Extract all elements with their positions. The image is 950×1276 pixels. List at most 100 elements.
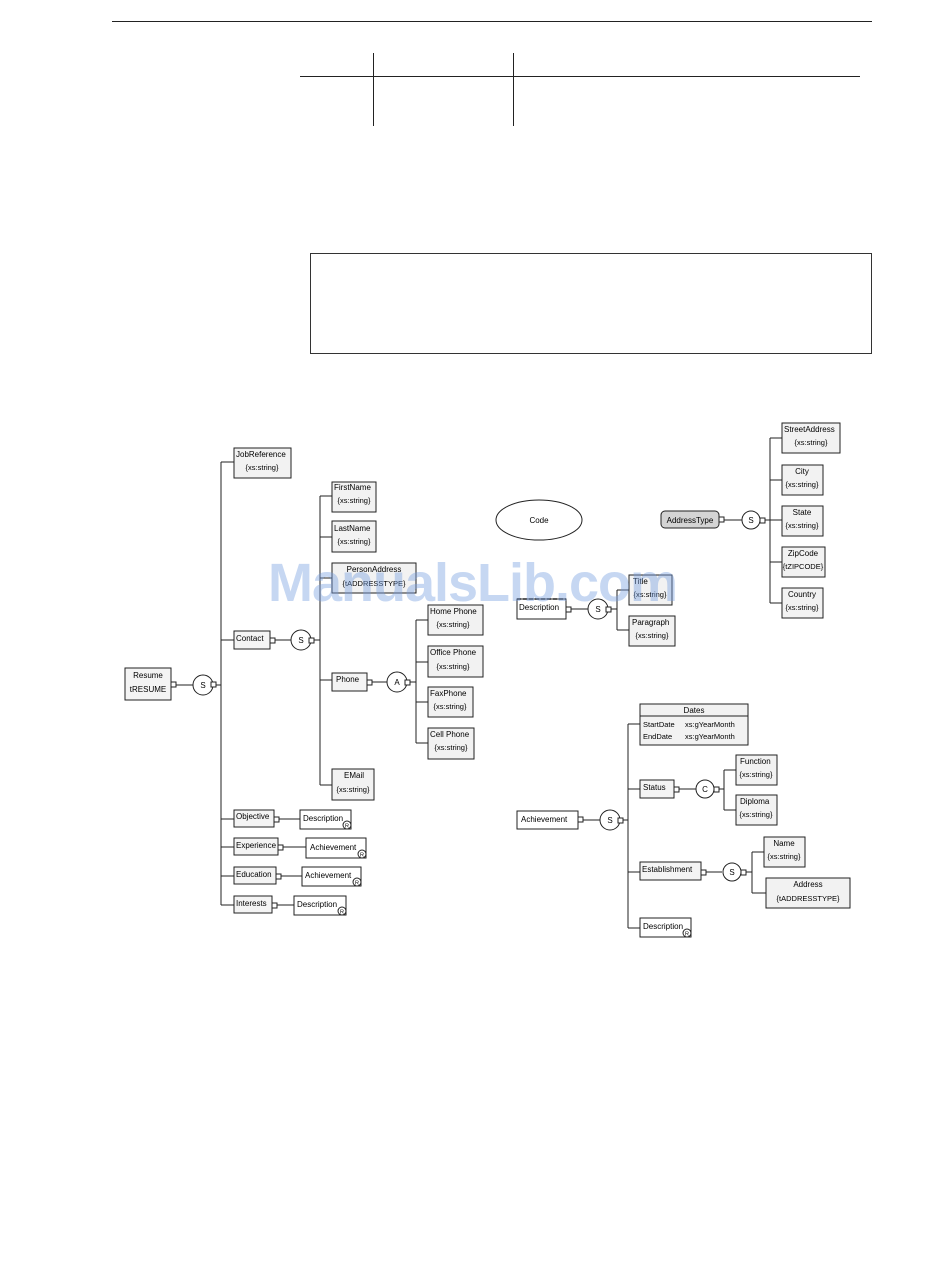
complex-type-achievement: Achievement bbox=[516, 810, 584, 830]
status-label: Status bbox=[643, 783, 666, 792]
street-address-type: {xs:string} bbox=[795, 438, 828, 447]
element-job-reference: JobReference {xs:string} bbox=[233, 447, 292, 479]
email-type: {xs:string} bbox=[337, 785, 370, 794]
element-title: Title {xs:string} bbox=[628, 574, 673, 606]
office-phone-label: Office Phone bbox=[430, 648, 477, 657]
cell-phone-type: {xs:string} bbox=[435, 743, 468, 752]
element-establishment: Establishment bbox=[639, 861, 707, 881]
contact-label: Contact bbox=[236, 634, 264, 643]
reference-symbol: R bbox=[345, 824, 349, 830]
element-first-name: FirstName {xs:string} bbox=[331, 481, 377, 513]
compositor-phone: A bbox=[386, 671, 411, 693]
zip-code-type: {tZIPCODE} bbox=[783, 562, 824, 571]
ref-experience-achievement: Achievement R bbox=[305, 837, 367, 859]
interests-label: Interests bbox=[236, 899, 267, 908]
sequence-symbol: S bbox=[595, 605, 600, 614]
country-label: Country bbox=[788, 590, 816, 599]
objective-label: Objective bbox=[236, 812, 270, 821]
reference-icon bbox=[337, 906, 347, 916]
establishment-address-type: {tADDRESSTYPE} bbox=[777, 894, 840, 903]
element-function: Function {xs:string} bbox=[735, 754, 778, 786]
complex-type-address-type: AddressType bbox=[660, 510, 725, 529]
reference-symbol: R bbox=[340, 910, 344, 916]
element-establishment-name: Name {xs:string} bbox=[763, 836, 806, 868]
expand-icon bbox=[210, 681, 217, 688]
expand-icon bbox=[170, 681, 177, 688]
table-column-divider-2 bbox=[513, 53, 514, 126]
element-street-address: StreetAddress {xs:string} bbox=[781, 422, 841, 454]
start-date-type: xs:gYearMonth bbox=[685, 720, 735, 729]
simple-type-code: Code bbox=[495, 499, 583, 541]
interests-child-label: Description bbox=[297, 900, 337, 909]
element-home-phone: Home Phone {xs:string} bbox=[427, 604, 484, 636]
element-interests: Interests bbox=[233, 895, 278, 914]
office-phone-type: {xs:string} bbox=[437, 662, 470, 671]
country-type: {xs:string} bbox=[786, 603, 819, 612]
phone-label: Phone bbox=[336, 675, 360, 684]
address-type-label: AddressType bbox=[667, 516, 714, 525]
zip-code-label: ZipCode bbox=[788, 549, 819, 558]
title-type: {xs:string} bbox=[634, 590, 667, 599]
element-person-address: PersonAddress {tADDRESSTYPE} bbox=[331, 562, 417, 594]
experience-label: Experience bbox=[236, 841, 277, 850]
reference-symbol: R bbox=[685, 932, 689, 938]
first-name-label: FirstName bbox=[334, 483, 371, 492]
table-column-divider-1 bbox=[373, 53, 374, 126]
element-status: Status bbox=[639, 779, 680, 799]
experience-child-label: Achievement bbox=[310, 843, 357, 852]
establishment-address-label: Address bbox=[793, 880, 822, 889]
element-achievement-description: Description R bbox=[639, 917, 692, 938]
diploma-label: Diploma bbox=[740, 797, 770, 806]
element-office-phone: Office Phone {xs:string} bbox=[427, 645, 484, 678]
element-country: Country {xs:string} bbox=[781, 587, 824, 619]
element-experience: Experience bbox=[233, 837, 284, 856]
achievement-label: Achievement bbox=[521, 815, 568, 824]
compositor-description: S bbox=[587, 598, 612, 620]
expand-icon bbox=[269, 637, 276, 644]
expand-icon bbox=[577, 816, 584, 823]
start-date-label: StartDate bbox=[643, 720, 675, 729]
expand-icon bbox=[718, 516, 725, 523]
expand-icon bbox=[617, 817, 624, 824]
header-rule bbox=[112, 21, 872, 22]
expand-icon bbox=[605, 606, 612, 613]
expand-icon bbox=[565, 606, 572, 613]
first-name-type: {xs:string} bbox=[338, 496, 371, 505]
education-label: Education bbox=[236, 870, 272, 879]
expand-icon bbox=[366, 679, 373, 686]
description-label: Description bbox=[519, 603, 559, 612]
email-label: EMail bbox=[344, 771, 364, 780]
element-paragraph: Paragraph {xs:string} bbox=[628, 615, 676, 647]
element-fax-phone: FaxPhone {xs:string} bbox=[427, 686, 474, 718]
last-name-type: {xs:string} bbox=[338, 537, 371, 546]
city-type: {xs:string} bbox=[786, 480, 819, 489]
element-dates: Dates StartDate xs:gYearMonth EndDate xs… bbox=[639, 703, 749, 746]
element-resume: Resume tRESUME bbox=[124, 667, 177, 701]
street-address-label: StreetAddress bbox=[784, 425, 835, 434]
expand-icon bbox=[700, 869, 707, 876]
expand-icon bbox=[759, 517, 766, 524]
compositor-status: C bbox=[695, 779, 720, 799]
state-label: State bbox=[793, 508, 812, 517]
last-name-label: LastName bbox=[334, 524, 371, 533]
element-objective: Objective bbox=[233, 809, 280, 828]
expand-icon bbox=[308, 637, 315, 644]
home-phone-type: {xs:string} bbox=[437, 620, 470, 629]
all-symbol: A bbox=[394, 678, 400, 687]
element-zip-code: ZipCode {tZIPCODE} bbox=[781, 546, 826, 578]
reference-icon bbox=[357, 849, 367, 859]
expand-icon bbox=[404, 679, 411, 686]
compositor-address-type: S bbox=[741, 510, 766, 530]
paragraph-label: Paragraph bbox=[632, 618, 669, 627]
function-label: Function bbox=[740, 757, 771, 766]
element-phone: Phone bbox=[331, 672, 373, 692]
reference-symbol: R bbox=[360, 853, 364, 859]
education-child-label: Achievement bbox=[305, 871, 352, 880]
compositor-contact: S bbox=[290, 629, 315, 651]
dates-label: Dates bbox=[684, 706, 705, 715]
ref-education-achievement: Achievement R bbox=[301, 866, 362, 887]
element-contact: Contact bbox=[233, 630, 276, 650]
element-diploma: Diploma {xs:string} bbox=[735, 794, 778, 826]
reference-symbol: R bbox=[355, 881, 359, 887]
